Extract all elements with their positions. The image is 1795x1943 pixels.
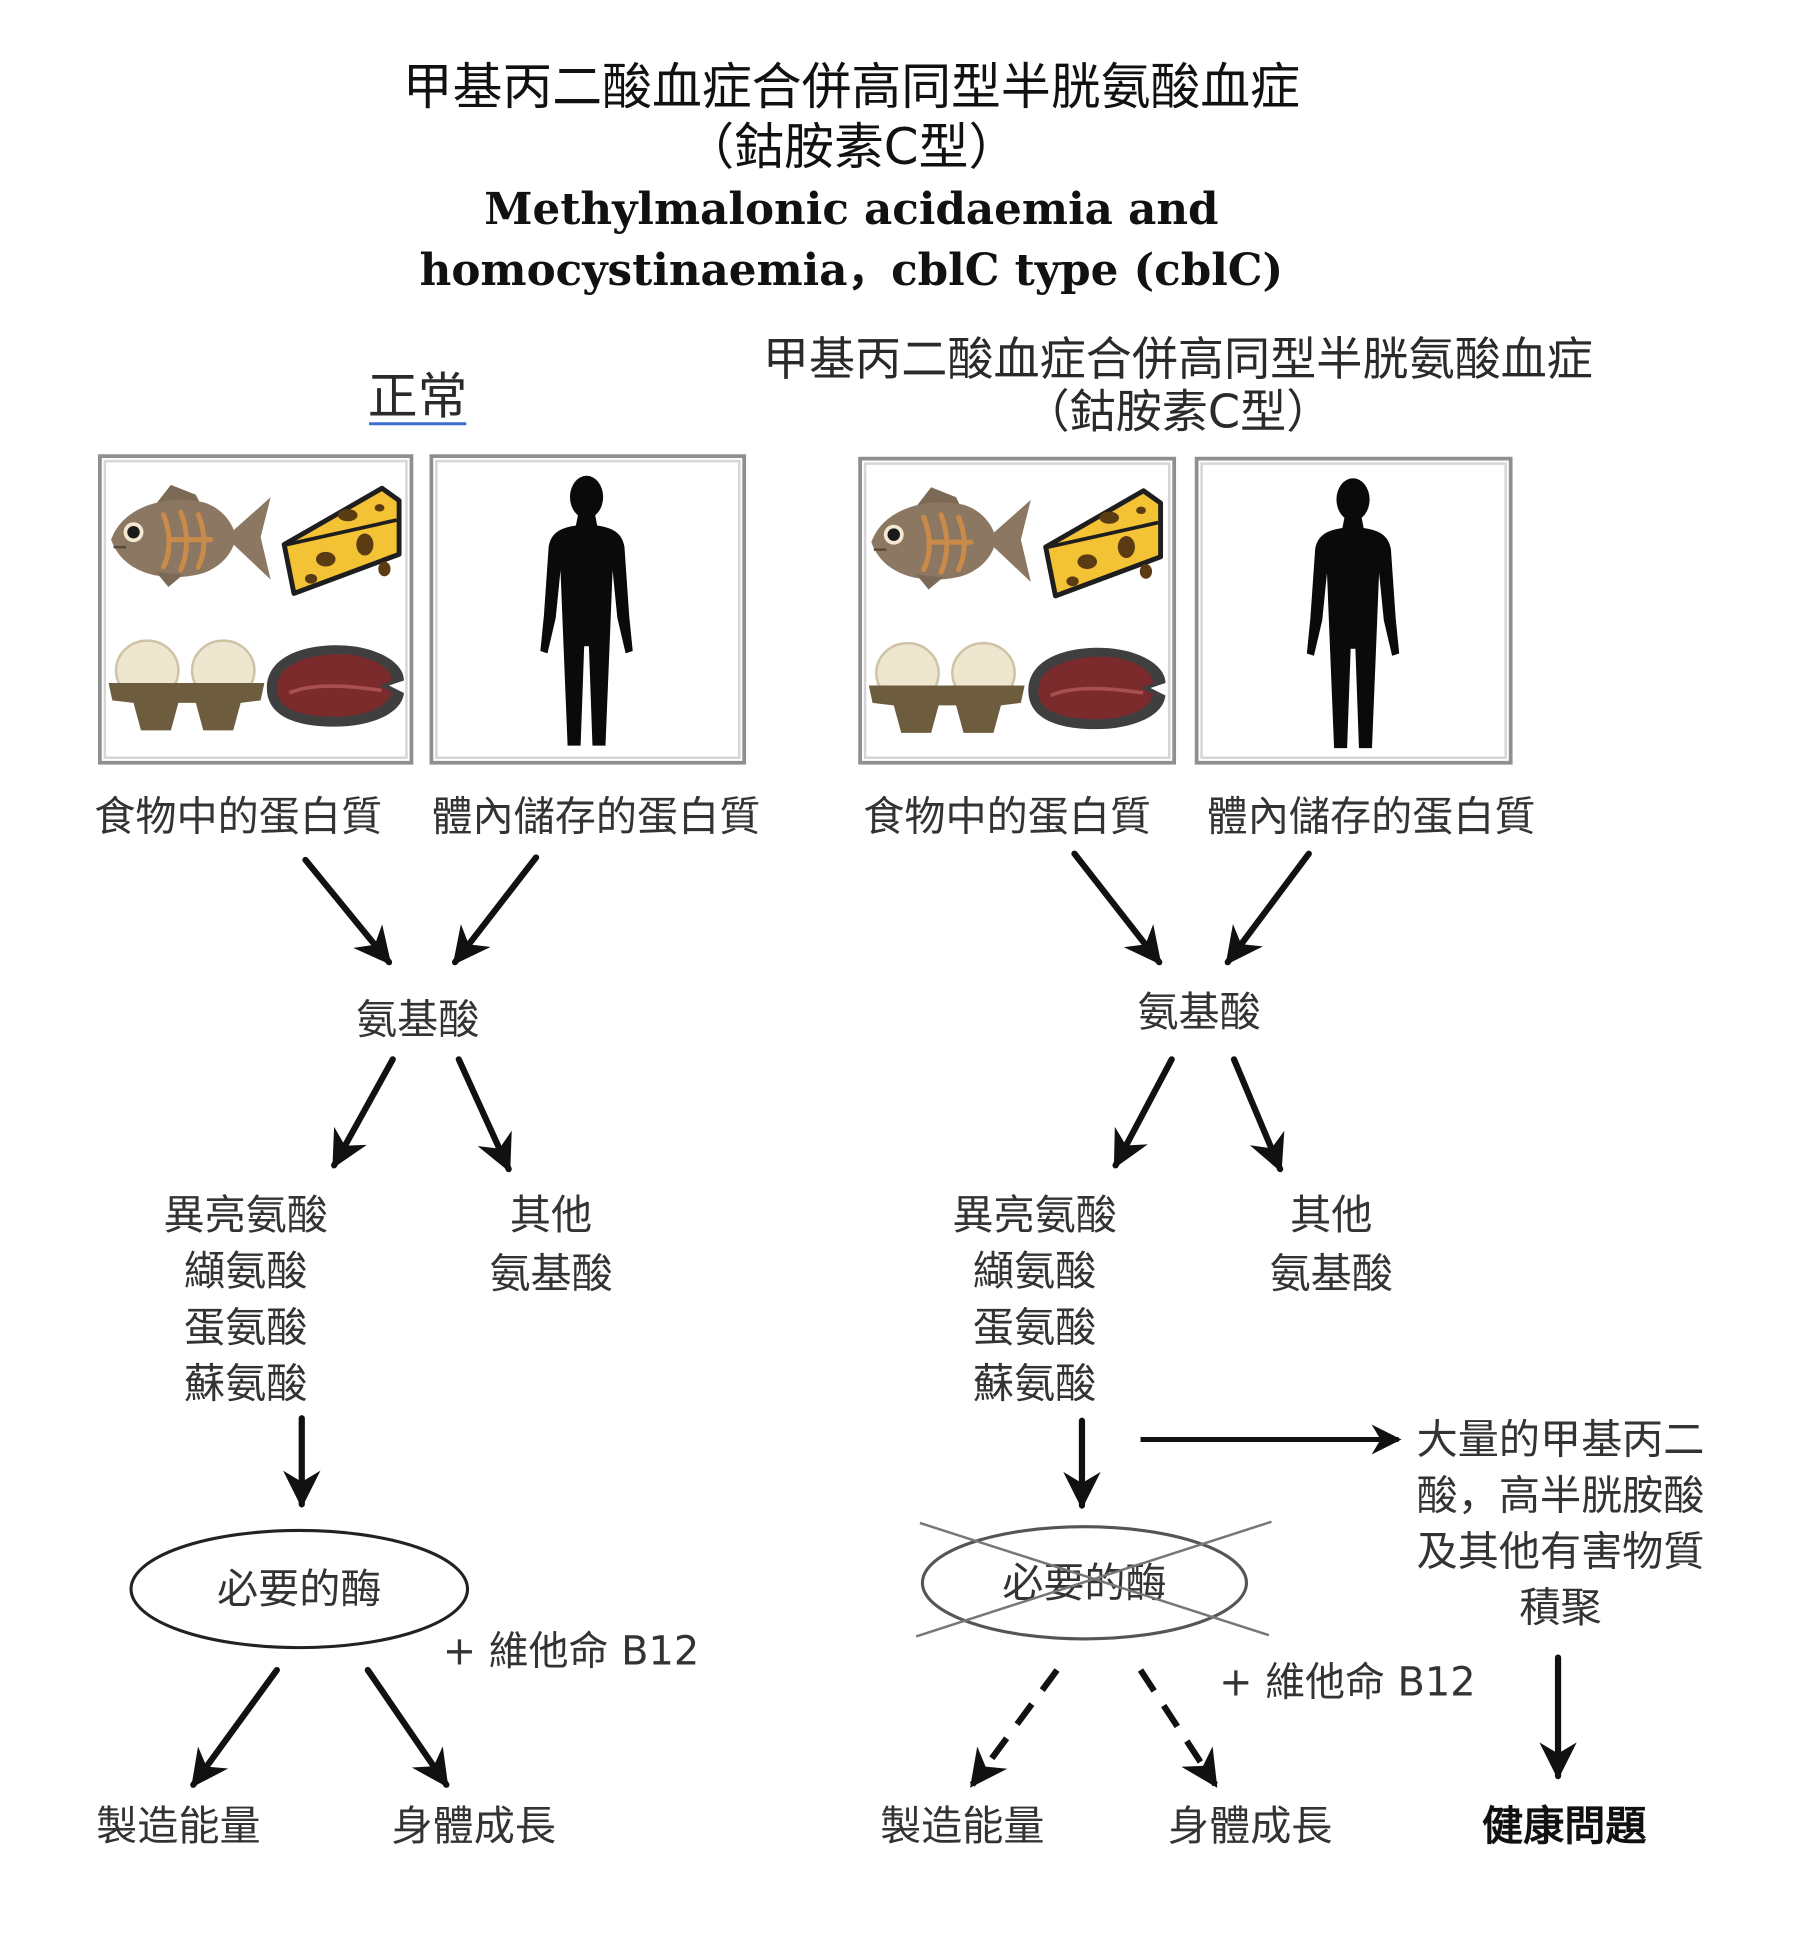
specific-amino-acids-list: 異亮氨酸 纈氨酸 蛋氨酸 蘇氨酸 — [163, 1191, 327, 1407]
list-item: 其他 — [1290, 1191, 1372, 1239]
title-zh-line2: （鈷胺素C型） — [684, 118, 1018, 176]
list-item: 酸，高半胱胺酸 — [1417, 1472, 1705, 1520]
arrow-body-to-amino — [451, 854, 540, 966]
title-block: 甲基丙二酸血症合併高同型半胱氨酸血症 （鈷胺素C型） Methylmalonic… — [403, 58, 1300, 296]
arrow-food-to-amino — [1071, 850, 1163, 966]
vitamin-b12-label: + 維他命 B12 — [443, 1628, 699, 1674]
title-zh-line1: 甲基丙二酸血症合併高同型半胱氨酸血症 — [403, 58, 1300, 116]
arrow-to-growth — [364, 1666, 450, 1788]
list-item: 積聚 — [1519, 1584, 1601, 1632]
list-item: 異亮氨酸 — [163, 1191, 327, 1239]
outcome-growth-label: 身體成長 — [392, 1802, 556, 1850]
arrow-amino-to-other — [1230, 1056, 1285, 1173]
other-amino-acids-label: 其他 氨基酸 — [489, 1191, 612, 1298]
list-item: 及其他有害物質 — [1417, 1528, 1705, 1576]
outcome-growth-label: 身體成長 — [1168, 1802, 1332, 1850]
dashed-arrow-to-energy — [969, 1668, 1060, 1788]
disorder-panel: 甲基丙二酸血症合併高同型半胱氨酸血症 （鈷胺素C型） 食物中的蛋白質 體內儲存的… — [763, 332, 1704, 1850]
disorder-heading-line2: （鈷胺素C型） — [1023, 384, 1332, 438]
list-item: 纈氨酸 — [973, 1247, 1096, 1295]
list-item: 異亮氨酸 — [952, 1191, 1116, 1239]
list-item: 蛋氨酸 — [184, 1303, 307, 1351]
food-protein-label: 食物中的蛋白質 — [863, 792, 1151, 840]
specific-amino-acids-list: 異亮氨酸 纈氨酸 蛋氨酸 蘇氨酸 — [952, 1191, 1116, 1407]
list-item: 其他 — [510, 1191, 592, 1239]
arrow-to-energy — [190, 1666, 280, 1788]
steak-icon — [1026, 645, 1168, 732]
vitamin-b12-label: + 維他命 B12 — [1219, 1660, 1475, 1706]
arrow-body-to-amino — [1224, 850, 1312, 966]
other-amino-acids-label: 其他 氨基酸 — [1270, 1191, 1393, 1298]
arrow-amino-to-other — [455, 1056, 512, 1173]
amino-acids-label: 氨基酸 — [356, 995, 479, 1043]
cross-out-line — [915, 1520, 1272, 1638]
arrow-food-to-amino — [302, 856, 393, 966]
body-protein-box — [429, 454, 747, 765]
body-protein-label: 體內儲存的蛋白質 — [1207, 792, 1536, 840]
list-item: 氨基酸 — [1270, 1250, 1393, 1298]
title-en-line1: Methylmalonic acidaemia and — [484, 184, 1218, 235]
food-protein-label: 食物中的蛋白質 — [94, 792, 382, 840]
outcome-energy-label: 製造能量 — [880, 1802, 1044, 1850]
amino-acids-label: 氨基酸 — [1137, 988, 1260, 1036]
accumulation-note: 大量的甲基丙二 酸，高半胱胺酸 及其他有害物質 積聚 — [1417, 1415, 1705, 1631]
health-problem-label: 健康問題 — [1482, 1802, 1646, 1850]
body-protein-label: 體內儲存的蛋白質 — [431, 792, 760, 840]
list-item: 大量的甲基丙二 — [1417, 1415, 1705, 1463]
list-item: 纈氨酸 — [184, 1247, 307, 1295]
normal-panel: 正常 食物中的蛋白質 體內儲存的蛋白質 氨基酸 異亮氨酸 纈氨酸 蛋氨酸 — [94, 367, 760, 1850]
outcome-energy-label: 製造能量 — [96, 1802, 260, 1850]
blocked-enzyme-node: 必要的酶 — [915, 1520, 1272, 1641]
enzyme-node: 必要的酶 — [129, 1528, 470, 1650]
steak-icon — [264, 643, 406, 729]
dashed-arrow-to-growth — [1137, 1668, 1218, 1788]
disorder-heading-line1: 甲基丙二酸血症合併高同型半胱氨酸血症 — [763, 332, 1593, 386]
arrow-amino-to-specific — [1112, 1056, 1175, 1169]
body-protein-box — [1194, 456, 1513, 765]
food-protein-box — [97, 454, 414, 765]
list-item: 蘇氨酸 — [973, 1359, 1096, 1407]
list-item: 氨基酸 — [489, 1250, 612, 1298]
title-en-line2: homocystinaemia，cblC type (cblC) — [420, 245, 1283, 296]
arrow-amino-to-specific — [331, 1056, 396, 1169]
list-item: 蘇氨酸 — [184, 1359, 307, 1407]
food-protein-box — [858, 456, 1177, 765]
normal-heading: 正常 — [368, 367, 468, 425]
list-item: 蛋氨酸 — [973, 1303, 1096, 1351]
enzyme-label: 必要的酶 — [217, 1565, 381, 1613]
